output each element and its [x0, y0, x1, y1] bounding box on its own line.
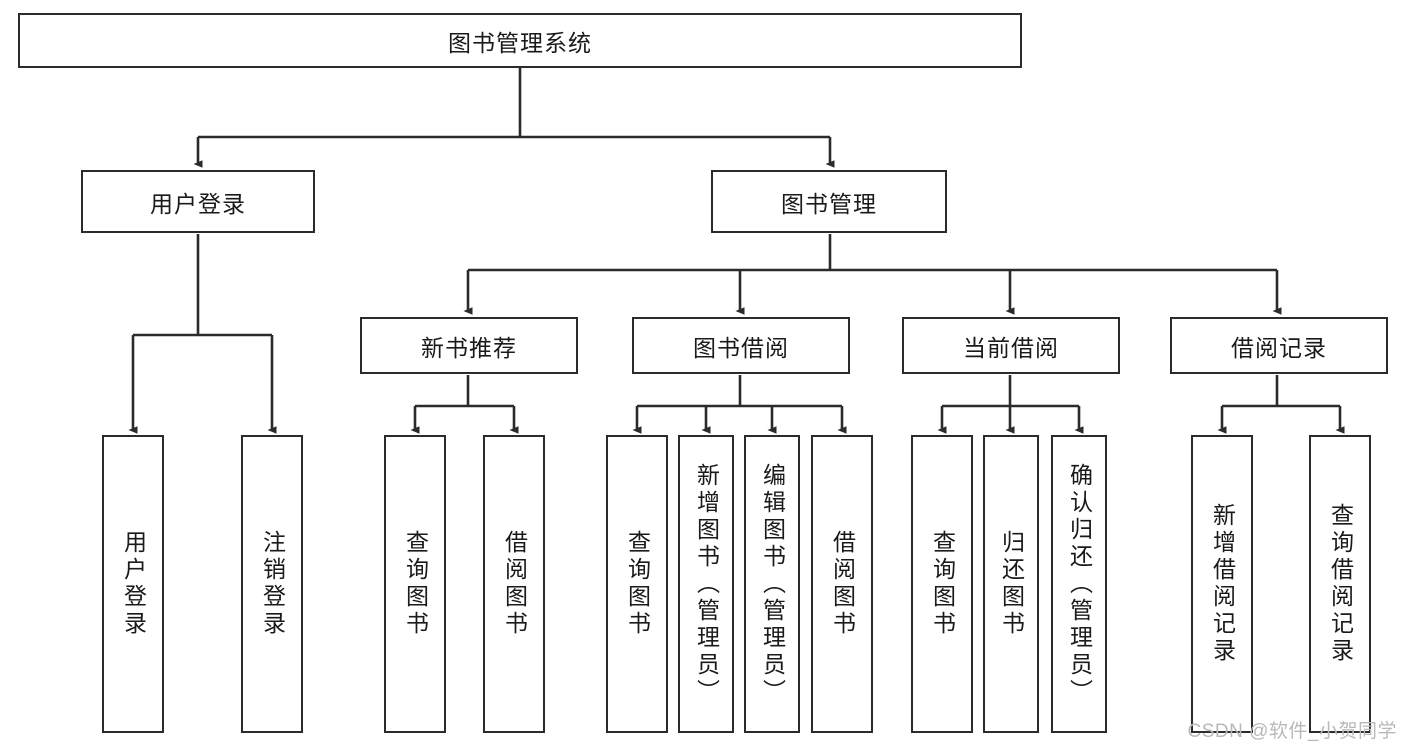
- leaf-add-book[interactable]: 新增图书（管理员）: [678, 435, 734, 733]
- node-book-borrow-label: 图书借阅: [693, 334, 789, 361]
- node-new-book-rec-label: 新书推荐: [421, 334, 517, 361]
- leaf-query-book-3-label: 查询图书: [929, 530, 956, 638]
- leaf-user-logout-label: 注销登录: [259, 530, 286, 638]
- leaf-return-book[interactable]: 归还图书: [983, 435, 1039, 733]
- leaf-user-logout[interactable]: 注销登录: [241, 435, 303, 733]
- leaf-query-book-2-label: 查询图书: [624, 530, 651, 638]
- leaf-query-book-3[interactable]: 查询图书: [911, 435, 973, 733]
- node-borrow-record[interactable]: 借阅记录: [1170, 317, 1388, 374]
- leaf-add-record[interactable]: 新增借阅记录: [1191, 435, 1253, 733]
- leaf-user-login-label: 用户登录: [120, 530, 147, 638]
- node-borrow-record-label: 借阅记录: [1231, 334, 1327, 361]
- node-root[interactable]: 图书管理系统: [18, 13, 1022, 68]
- node-book-manage-label: 图书管理: [781, 190, 877, 217]
- leaf-add-book-label: 新增图书（管理员）: [693, 462, 720, 706]
- leaf-edit-book[interactable]: 编辑图书（管理员）: [744, 435, 800, 733]
- leaf-user-login[interactable]: 用户登录: [102, 435, 164, 733]
- leaf-query-book-1-label: 查询图书: [402, 530, 429, 638]
- leaf-query-book-1[interactable]: 查询图书: [384, 435, 446, 733]
- leaf-borrow-book-1[interactable]: 借阅图书: [483, 435, 545, 733]
- leaf-add-record-label: 新增借阅记录: [1209, 503, 1236, 665]
- leaf-confirm-return[interactable]: 确认归还（管理员）: [1051, 435, 1107, 733]
- node-user-login-label: 用户登录: [150, 190, 246, 217]
- leaf-query-record-label: 查询借阅记录: [1327, 503, 1354, 665]
- node-current-borrow-label: 当前借阅: [963, 334, 1059, 361]
- leaf-return-book-label: 归还图书: [998, 530, 1025, 638]
- leaf-query-record[interactable]: 查询借阅记录: [1309, 435, 1371, 733]
- node-book-manage[interactable]: 图书管理: [711, 170, 947, 233]
- leaf-borrow-book-2[interactable]: 借阅图书: [811, 435, 873, 733]
- leaf-borrow-book-2-label: 借阅图书: [829, 530, 856, 638]
- leaf-borrow-book-1-label: 借阅图书: [501, 530, 528, 638]
- node-root-label: 图书管理系统: [448, 29, 592, 56]
- node-user-login[interactable]: 用户登录: [81, 170, 315, 233]
- leaf-edit-book-label: 编辑图书（管理员）: [759, 462, 786, 706]
- node-current-borrow[interactable]: 当前借阅: [902, 317, 1120, 374]
- leaf-confirm-return-label: 确认归还（管理员）: [1066, 462, 1093, 706]
- leaf-query-book-2[interactable]: 查询图书: [606, 435, 668, 733]
- node-book-borrow[interactable]: 图书借阅: [632, 317, 850, 374]
- node-new-book-rec[interactable]: 新书推荐: [360, 317, 578, 374]
